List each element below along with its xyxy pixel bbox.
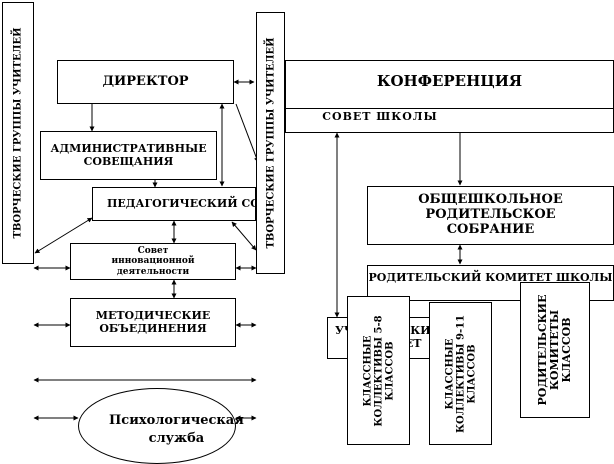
conference-box: КОНФЕРЕНЦИЯ xyxy=(285,60,614,133)
ped-council-box: ПЕДАГОГИЧЕСКИЙ СОВЕТ xyxy=(92,187,256,221)
parents-meeting-box: ОБЩЕШКОЛЬНОЕ РОДИТЕЛЬСКОЕ СОБРАНИЕ xyxy=(367,186,614,245)
psych-service-ellipse: Психологическая служба xyxy=(78,388,244,464)
innovation-council-box: Совет инновационной деятельности xyxy=(70,243,236,280)
admin-meetings-box: АДМИНИСТРАТИВНЫЕ СОВЕЩАНИЯ xyxy=(40,131,217,180)
creative-groups-right: ТВОРЧЕСКИЕ ГРУППЫ УЧИТЕЛЕЙ xyxy=(256,12,285,274)
school-council-label: СОВЕТ ШКОЛЫ xyxy=(322,110,438,123)
class-collectives-9-11: КЛАССНЫЕ КОЛЛЕКТИВЫ 9-11 КЛАССОВ xyxy=(429,302,492,445)
creative-groups-left: ТВОРЧЕСКИЕ ГРУППЫ УЧИТЕЛЕЙ xyxy=(2,2,34,264)
class-collectives-5-8: КЛАССНЫЕ КОЛЛЕКТИВЫ 5-8 КЛАССОВ xyxy=(347,296,410,445)
school-council-divider xyxy=(285,108,614,109)
method-associations-box: МЕТОДИЧЕСКИЕ ОБЪЕДИНЕНИЯ xyxy=(70,298,236,347)
class-parent-committees: РОДИТЕЛЬСКИЕ КОМИТЕТЫ КЛАССОВ xyxy=(520,282,590,418)
director-box: ДИРЕКТОР xyxy=(57,60,234,104)
